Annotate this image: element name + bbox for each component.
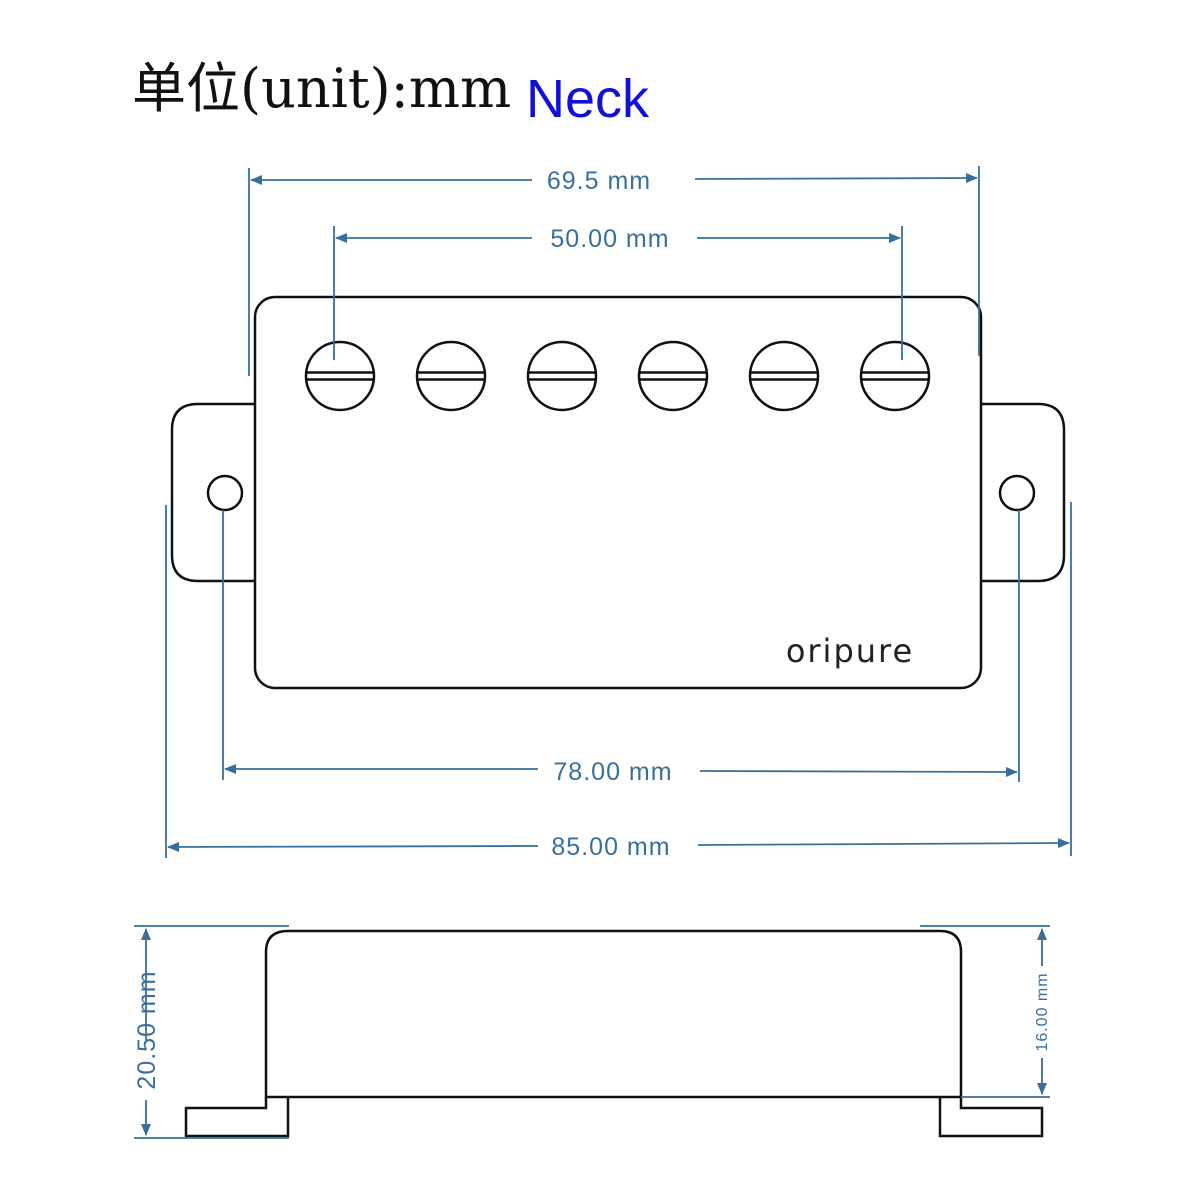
pole-piece-head: [415, 340, 487, 412]
dim-label-overall-length: 85.00 mm: [551, 833, 670, 861]
pole-pieces: [304, 340, 931, 412]
side-view: [184, 929, 1044, 1138]
side-dimension-labels: 20.50 mm 16.00 mm: [133, 970, 1051, 1089]
left-mounting-hole: [206, 474, 244, 512]
pole-piece-head: [526, 340, 598, 412]
right-base-tab: [938, 1097, 1044, 1138]
pole-piece-head: [637, 340, 709, 412]
top-dimensions: [165, 166, 1072, 858]
dim-line-cover-right: [694, 173, 978, 184]
pole-piece-head: [304, 340, 376, 412]
pole-piece-screw: [748, 340, 820, 412]
right-mounting-ear: [981, 402, 1066, 583]
unit-label: 单位(unit):mm: [132, 57, 512, 120]
side-dimensions: [134, 925, 1050, 1139]
neck-position-label: Neck: [526, 69, 650, 129]
dim-label-hole-spacing: 78.00 mm: [553, 758, 672, 786]
dim-line-overall-right: [697, 838, 1070, 849]
top-dimension-labels: 69.5 mm 50.00 mm 78.00 mm 85.00 mm: [547, 167, 672, 861]
dim-line-hole-right: [699, 766, 1018, 777]
left-base-tab: [184, 1097, 290, 1138]
dim-label-cover-height: 16.00 mm: [1034, 972, 1051, 1051]
pickup-cover-top: [253, 295, 983, 690]
pole-piece-screw: [637, 340, 709, 412]
dim-line-overall-left: [167, 841, 539, 852]
dim-label-total-height: 20.50 mm: [133, 970, 161, 1089]
pickup-cover-side: [264, 929, 963, 1099]
top-view: [170, 295, 1066, 690]
dim-label-pole-spacing: 50.00 mm: [550, 225, 669, 253]
pole-piece-screw: [859, 340, 931, 412]
dim-label-cover-width: 69.5 mm: [547, 167, 651, 195]
pole-piece-screw: [526, 340, 598, 412]
pole-piece-screw: [415, 340, 487, 412]
right-mounting-hole: [998, 474, 1036, 512]
pole-piece-head: [748, 340, 820, 412]
left-mounting-ear: [170, 402, 255, 583]
pole-piece-screw: [304, 340, 376, 412]
brand-logo: oripure: [786, 632, 914, 670]
pole-piece-head: [859, 340, 931, 412]
